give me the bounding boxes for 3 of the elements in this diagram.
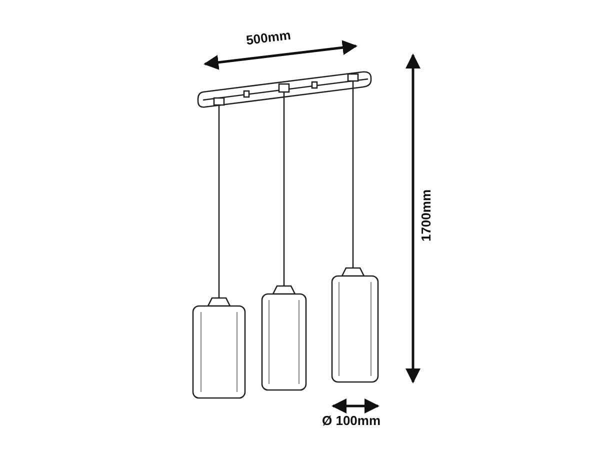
dimension-label: 500mm (245, 27, 292, 48)
dimension-label: 1700mm (418, 189, 434, 242)
dimension-label: Ø 100mm (322, 413, 381, 428)
